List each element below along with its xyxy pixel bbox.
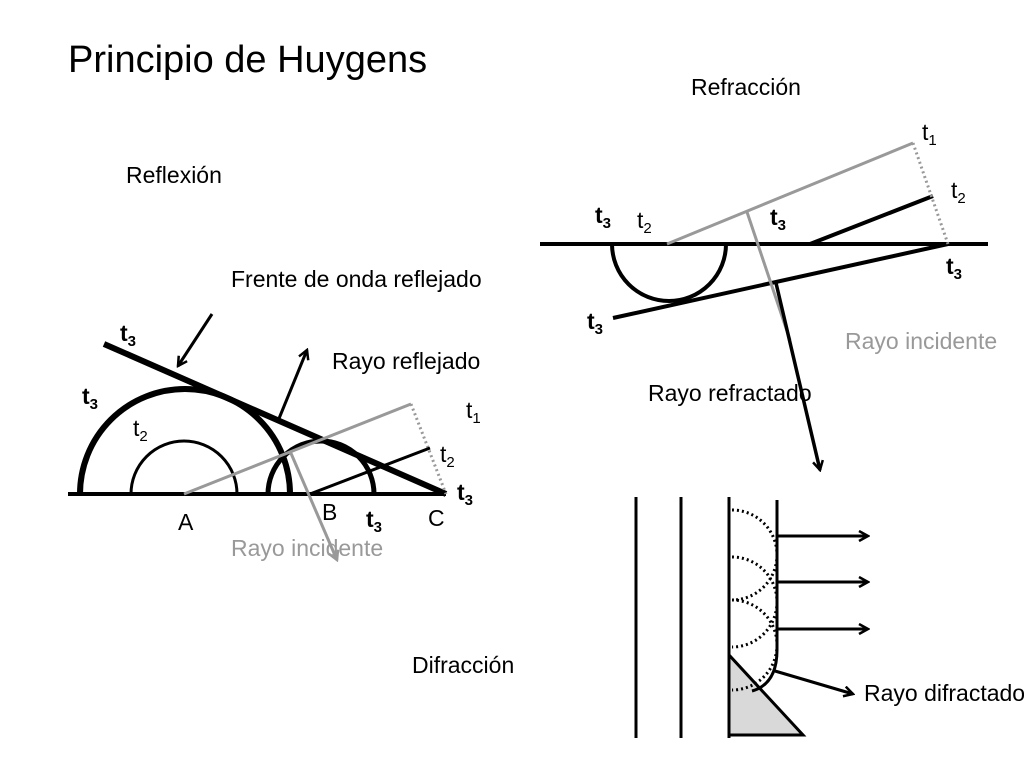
t2-label: t2: [637, 207, 652, 237]
obstacle-triangle: [727, 651, 807, 737]
reflection-section: Reflexión Frente de onda reflejado Rayo …: [68, 162, 482, 561]
t3-label: t3: [770, 204, 786, 234]
incident-wavefront-line: [183, 402, 412, 496]
refraction-wavelet-arc: [610, 243, 728, 303]
t2-label: t2: [440, 441, 455, 471]
page-title: Principio de Huygens: [68, 39, 427, 81]
large-wavelet-arc: [77, 386, 293, 495]
t1-label: t1: [466, 397, 481, 427]
incident-dotted-line: [409, 403, 448, 495]
secondary-wavelet-dotted: [731, 555, 779, 649]
reflected-wavefront-line: [102, 341, 448, 497]
t2-label: t2: [133, 415, 148, 445]
point-b-label: B: [322, 499, 337, 525]
refraction-section: Refracción Rayo incidente Rayo refractad…: [540, 74, 997, 470]
point-a-label: A: [178, 509, 194, 535]
diffracted-ray-label: Rayo difractado: [864, 680, 1024, 706]
diffraction-heading: Difracción: [412, 652, 514, 678]
t3-label: t3: [120, 320, 136, 350]
t2-wavefront-line: [809, 194, 934, 246]
refracted-ray-arrow: [774, 282, 820, 470]
diffracted-wavefront-line: [751, 500, 779, 693]
t3-label: t3: [595, 202, 611, 232]
t3-label: t3: [946, 253, 962, 283]
reflected-ray-label: Rayo reflejado: [332, 348, 480, 374]
reflected-ray-arrow: [276, 350, 307, 422]
wavefront-pointer-arrow: [178, 313, 214, 366]
reflection-heading: Reflexión: [126, 162, 222, 188]
diffraction-section: Difracción Rayo difractado: [412, 497, 1024, 738]
t2-label: t2: [951, 177, 966, 207]
incident-ray-arrow: [288, 450, 337, 560]
refraction-incident-ray-label: Rayo incidente: [845, 328, 997, 354]
t3-label: t3: [457, 479, 473, 509]
refracted-ray-label: Rayo refractado: [648, 380, 812, 406]
incident-dotted-line: [911, 142, 950, 245]
refracted-wavefront-line: [612, 242, 949, 320]
t1-label: t1: [922, 119, 937, 149]
diffracted-ray-arrow: [774, 669, 853, 694]
t3-label: t3: [587, 308, 603, 338]
secondary-wavelet-dotted: [731, 508, 779, 602]
small-wavelet-arc: [129, 439, 239, 495]
incident-wavefront-line: [666, 141, 914, 246]
t3-label: t3: [366, 506, 382, 536]
refraction-heading: Refracción: [691, 74, 801, 100]
point-c-label: C: [428, 505, 445, 531]
t2-wavefront-line: [309, 446, 431, 496]
t3-label: t3: [82, 383, 98, 413]
reflected-wavefront-label: Frente de onda reflejado: [231, 266, 482, 292]
reflection-incident-ray-label: Rayo incidente: [231, 535, 383, 561]
